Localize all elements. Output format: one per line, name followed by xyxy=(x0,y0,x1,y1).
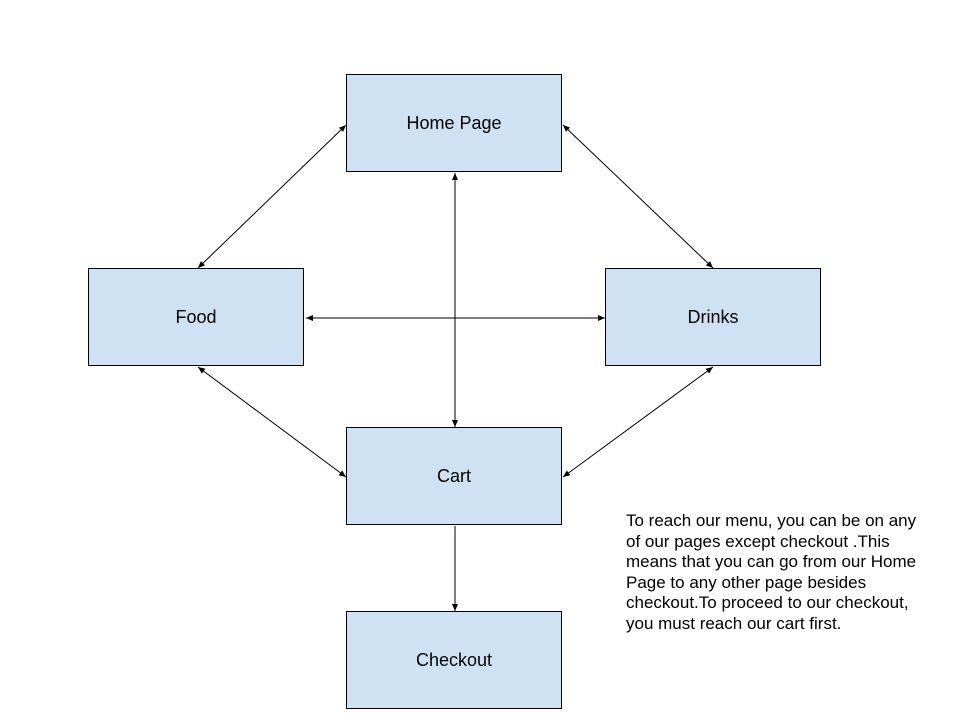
node-food: Food xyxy=(88,268,304,366)
node-food-label: Food xyxy=(175,306,217,327)
node-checkout: Checkout xyxy=(346,611,562,709)
edge-home-drinks xyxy=(562,124,714,269)
explanation-note: To reach our menu, you can be on any of … xyxy=(626,511,917,633)
node-cart: Cart xyxy=(346,427,562,525)
node-home-page-label: Home Page xyxy=(406,112,502,133)
node-drinks-label: Drinks xyxy=(687,306,739,327)
edge-home-food xyxy=(197,124,347,269)
node-drinks: Drinks xyxy=(605,268,821,366)
node-checkout-label: Checkout xyxy=(415,649,493,670)
node-cart-label: Cart xyxy=(436,465,471,486)
edge-drinks-cart xyxy=(562,366,714,478)
edge-food-cart xyxy=(197,366,347,478)
node-home-page: Home Page xyxy=(346,74,562,172)
